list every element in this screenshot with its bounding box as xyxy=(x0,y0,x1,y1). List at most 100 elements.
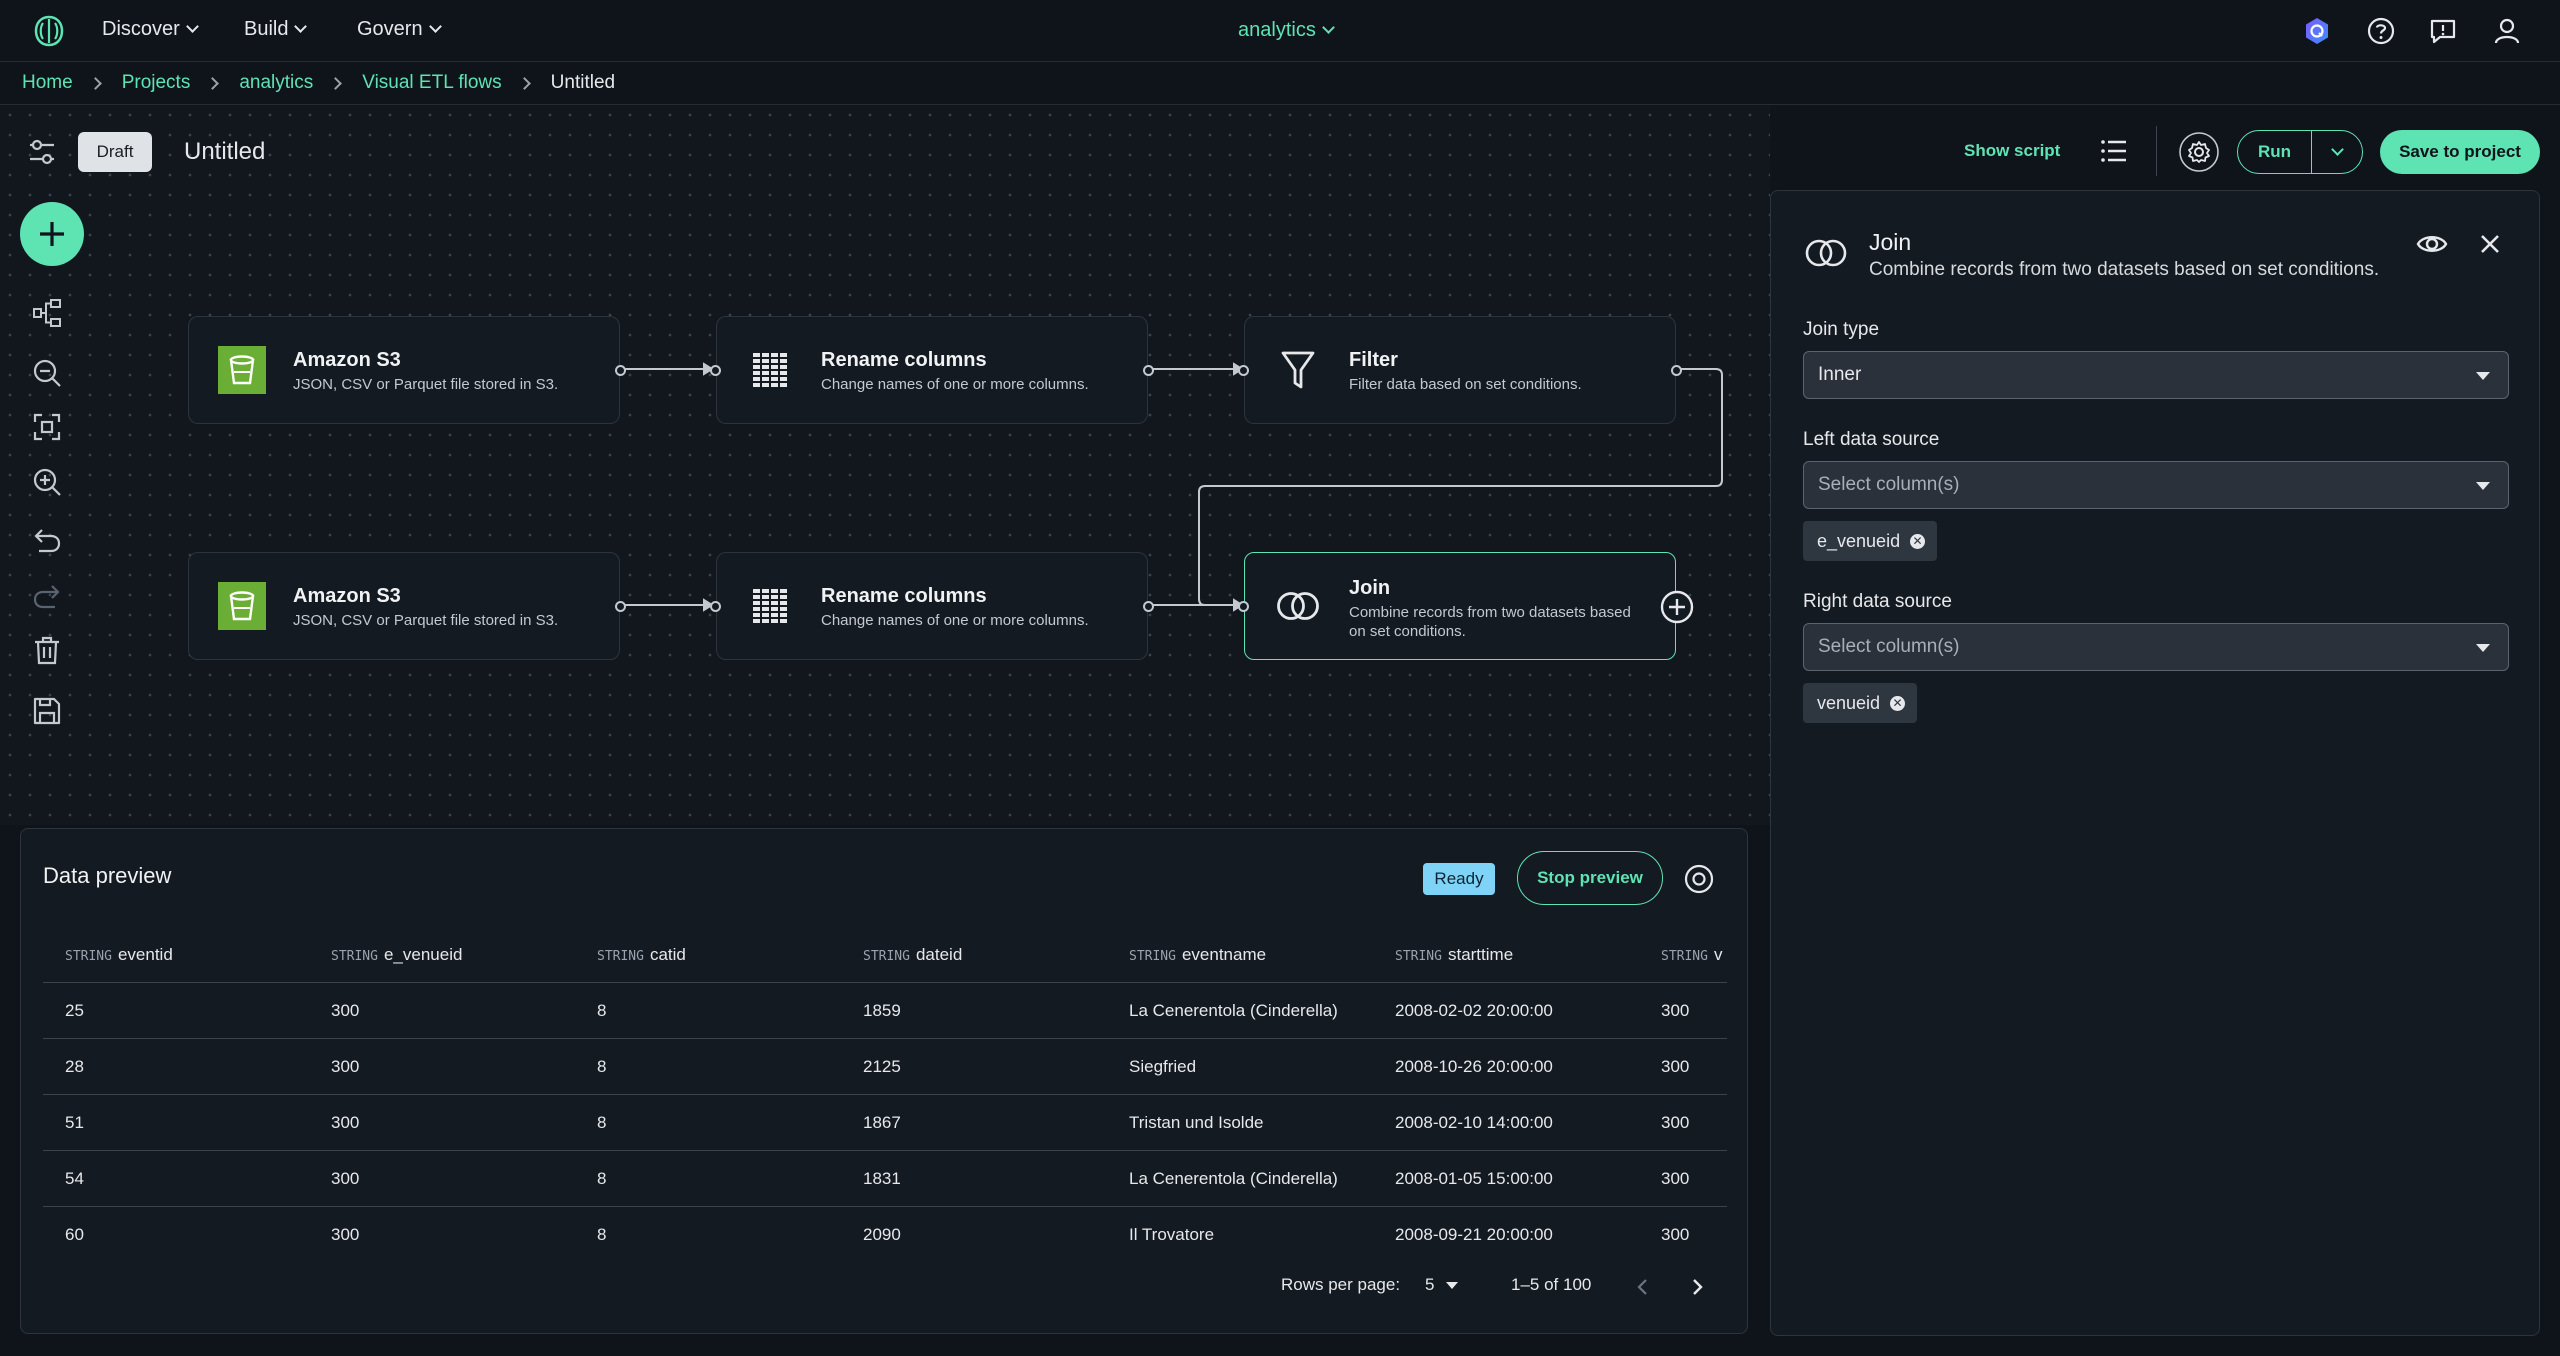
close-icon[interactable] xyxy=(2477,231,2503,257)
nav-discover[interactable]: Discover xyxy=(102,18,199,41)
fit-view-icon[interactable] xyxy=(31,411,63,443)
right-data-source-select[interactable]: Select column(s) xyxy=(1803,623,2509,671)
save-icon[interactable] xyxy=(31,695,63,727)
chevron-right-icon xyxy=(88,76,102,90)
show-script-button[interactable]: Show script xyxy=(1964,141,2061,160)
chevron-right-icon xyxy=(329,76,343,90)
zoom-in-icon[interactable] xyxy=(31,466,63,498)
filter-icon xyxy=(1273,345,1323,395)
node-title: Amazon S3 xyxy=(293,585,401,607)
auto-layout-icon[interactable] xyxy=(31,297,63,329)
table-cell: 2008-09-21 20:00:00 xyxy=(1395,1224,1553,1244)
node-description: Change names of one or more columns. xyxy=(821,376,1089,393)
flow-canvas[interactable] xyxy=(0,105,1770,825)
grid-icon xyxy=(745,345,795,395)
table-cell: 28 xyxy=(65,1056,84,1076)
add-node-button[interactable] xyxy=(20,202,84,266)
column-name: e_venueid xyxy=(383,944,463,964)
node-title: Join xyxy=(1349,577,1391,599)
input-port[interactable] xyxy=(1238,601,1249,612)
remove-chip-icon[interactable]: ✕ xyxy=(1910,533,1926,549)
redo-icon[interactable] xyxy=(31,580,63,612)
project-name: analytics xyxy=(1238,19,1316,41)
table-cell: 25 xyxy=(65,1000,84,1020)
nav-discover-label: Discover xyxy=(102,18,180,40)
node-rename-columns-1[interactable]: Rename columns Change names of one or mo… xyxy=(710,316,1154,424)
output-port[interactable] xyxy=(1143,601,1154,612)
join-config-panel: Join Combine records from two datasets b… xyxy=(1770,190,2540,1336)
app-logo-icon[interactable] xyxy=(32,14,66,48)
save-to-project-button[interactable]: Save to project xyxy=(2380,130,2540,174)
breadcrumb-home[interactable]: Home xyxy=(22,72,73,93)
add-next-node-icon[interactable] xyxy=(1659,589,1695,625)
flow-title[interactable]: Untitled xyxy=(184,138,266,165)
chevron-down-icon xyxy=(294,20,308,33)
column-type: STRING xyxy=(1395,948,1442,964)
node-join[interactable]: Join Combine records from two datasets b… xyxy=(1238,552,1694,660)
gear-icon[interactable] xyxy=(2178,131,2220,173)
left-data-source-select[interactable]: Select column(s) xyxy=(1803,461,2509,509)
run-button[interactable]: Run xyxy=(2238,131,2312,173)
help-icon[interactable] xyxy=(2366,16,2396,46)
nav-build[interactable]: Build xyxy=(244,18,308,41)
run-options-button[interactable] xyxy=(2312,142,2362,156)
draft-badge: Draft xyxy=(78,132,152,172)
input-port[interactable] xyxy=(1238,365,1249,376)
output-port[interactable] xyxy=(615,365,626,376)
table-cell: 2090 xyxy=(863,1224,901,1244)
table-cell: Il Trovatore xyxy=(1129,1224,1215,1244)
flow-settings-sliders-icon[interactable] xyxy=(26,136,58,168)
join-type-select[interactable]: Inner xyxy=(1803,351,2509,399)
input-port[interactable] xyxy=(710,601,721,612)
stop-preview-button[interactable]: Stop preview xyxy=(1517,851,1663,905)
node-rename-columns-2[interactable]: Rename columns Change names of one or mo… xyxy=(710,552,1154,660)
delete-icon[interactable] xyxy=(31,634,63,666)
node-description: Combine records from two datasets based … xyxy=(1349,604,1631,640)
nav-govern[interactable]: Govern xyxy=(357,18,442,41)
column-name: dateid xyxy=(915,944,963,964)
user-profile-icon[interactable] xyxy=(2492,16,2522,46)
list-view-icon[interactable] xyxy=(2098,135,2130,167)
rows-per-page-select[interactable]: 5 xyxy=(1425,1275,1459,1295)
breadcrumb-analytics[interactable]: analytics xyxy=(239,72,314,93)
eye-icon[interactable] xyxy=(2415,227,2449,261)
input-port[interactable] xyxy=(710,365,721,376)
node-amazon-s3-1[interactable]: Amazon S3 JSON, CSV or Parquet file stor… xyxy=(188,316,626,424)
output-port[interactable] xyxy=(1143,365,1154,376)
join-type-label: Join type xyxy=(1803,319,1880,340)
table-cell: 300 xyxy=(1661,1000,1690,1020)
table-cell: 300 xyxy=(331,1056,360,1076)
previous-page-icon[interactable] xyxy=(1633,1277,1653,1297)
nav-build-label: Build xyxy=(244,18,289,40)
node-description: Change names of one or more columns. xyxy=(821,612,1089,629)
next-page-icon[interactable] xyxy=(1687,1277,1707,1297)
amazon-q-icon[interactable] xyxy=(2302,16,2332,46)
breadcrumb-projects[interactable]: Projects xyxy=(121,72,191,93)
breadcrumb-visual-etl-flows[interactable]: Visual ETL flows xyxy=(362,72,502,93)
panel-description: Combine records from two datasets based … xyxy=(1869,259,2380,280)
feedback-icon[interactable] xyxy=(2428,16,2458,46)
undo-icon[interactable] xyxy=(31,524,63,556)
eye-icon[interactable] xyxy=(1683,863,1715,895)
caret-down-icon xyxy=(1446,1281,1459,1289)
node-amazon-s3-2[interactable]: Amazon S3 JSON, CSV or Parquet file stor… xyxy=(188,552,626,660)
column-name: catid xyxy=(649,944,686,964)
output-port[interactable] xyxy=(615,601,626,612)
output-port[interactable] xyxy=(1671,365,1682,376)
remove-chip-icon[interactable]: ✕ xyxy=(1890,695,1906,711)
project-selector[interactable]: analytics xyxy=(1238,19,1335,42)
node-filter[interactable]: Filter Filter data based on set conditio… xyxy=(1238,316,1682,424)
zoom-out-icon[interactable] xyxy=(31,357,63,389)
